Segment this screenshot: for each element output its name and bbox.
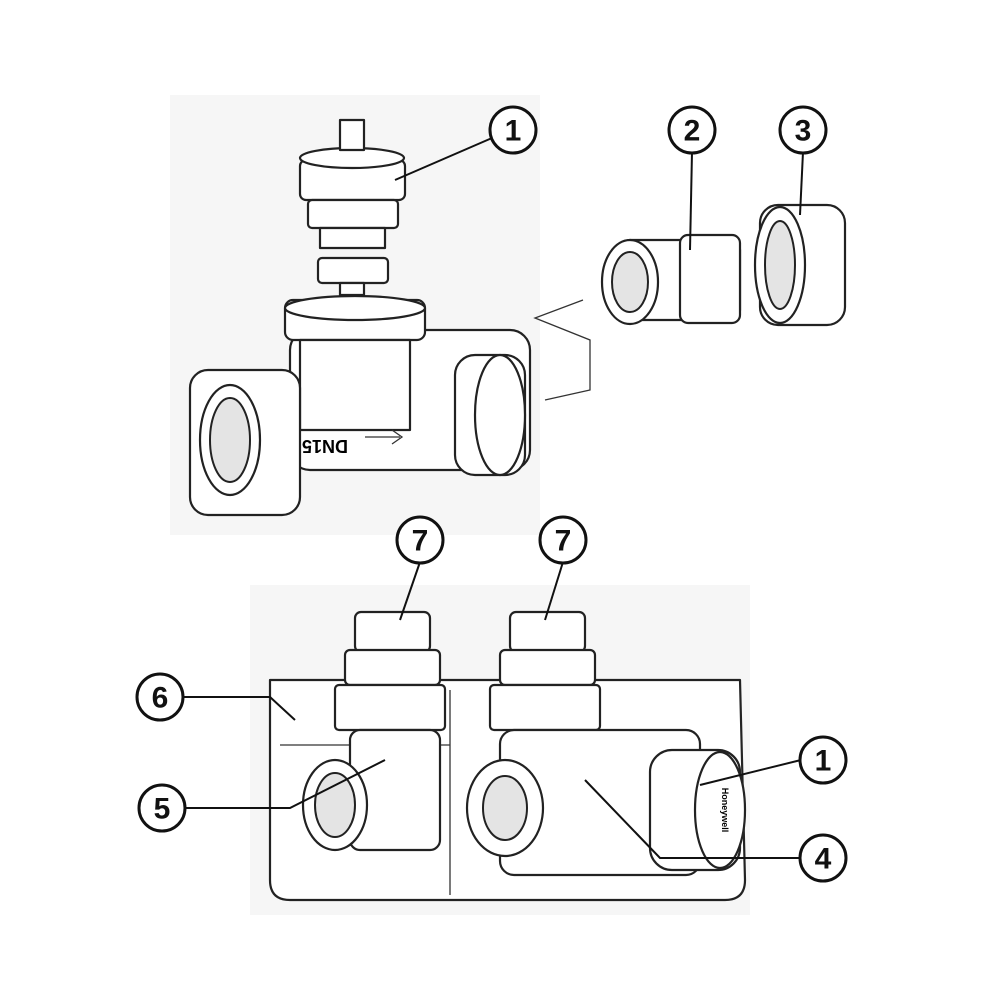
svg-text:3: 3 <box>795 115 812 148</box>
union-nut <box>753 203 847 327</box>
svg-text:5: 5 <box>154 793 171 826</box>
valve-left <box>301 610 447 852</box>
callout-4: 4 <box>798 833 848 883</box>
callout-1-bottom: 1 <box>798 735 848 785</box>
valve-marking: DN15 <box>302 436 348 456</box>
svg-text:1: 1 <box>815 745 832 778</box>
thermostatic-insert <box>298 118 407 297</box>
svg-text:4: 4 <box>815 843 832 876</box>
svg-text:1: 1 <box>505 115 522 148</box>
straight-valve-body: DN15 <box>188 294 532 517</box>
callout-7-right: 7 <box>538 515 588 565</box>
svg-text:6: 6 <box>152 682 169 715</box>
callout-1-top: 1 <box>488 105 538 155</box>
svg-text:7: 7 <box>555 525 572 558</box>
leader-lines <box>182 137 804 859</box>
svg-text:2: 2 <box>684 115 701 148</box>
svg-text:7: 7 <box>412 525 429 558</box>
thermostatic-knob: Honeywell <box>648 748 747 872</box>
connector-line <box>533 299 591 401</box>
adapter-nipple <box>600 233 742 326</box>
callout-3: 3 <box>778 105 828 155</box>
callout-5: 5 <box>137 783 187 833</box>
callout-6: 6 <box>135 672 185 722</box>
callout-7-left: 7 <box>395 515 445 565</box>
knob-brand: Honeywell <box>720 788 730 833</box>
callout-2: 2 <box>667 105 717 155</box>
